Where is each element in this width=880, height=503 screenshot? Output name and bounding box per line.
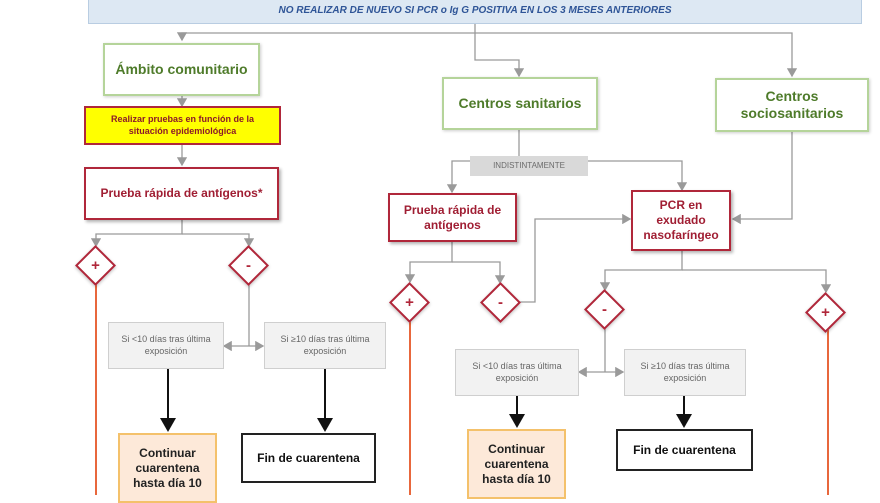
rapid-antigen-test-community: Prueba rápida de antígenos* (84, 167, 279, 220)
banner: NO REALIZAR DE NUEVO SI PCR o Ig G POSIT… (88, 0, 862, 24)
positive-symbol: + (91, 257, 100, 274)
continue-quarantine-health: Continuar cuarentena hasta día 10 (467, 429, 566, 499)
ten-or-more-days-health: Si ≥10 días tras última exposición (624, 349, 746, 396)
negative-symbol: - (246, 257, 251, 274)
less-than-10-days-health: Si <10 días tras última exposición (455, 349, 579, 396)
ten-or-more-days-community: Si ≥10 días tras última exposición (264, 322, 386, 369)
rapid-antigen-test-health: Prueba rápida de antígenos (388, 193, 517, 242)
social-centers-box: Centros sociosanitarios (715, 78, 869, 132)
positive-symbol: + (405, 294, 414, 311)
pcr-test: PCR en exudado nasofaríngeo (631, 190, 731, 251)
negative-symbol: - (602, 301, 607, 318)
end-quarantine-health: Fin de cuarentena (616, 429, 753, 471)
positive-symbol: + (821, 304, 830, 321)
continue-quarantine-community: Continuar cuarentena hasta día 10 (118, 433, 217, 503)
health-centers-box: Centros sanitarios (442, 77, 598, 130)
end-quarantine-community: Fin de cuarentena (241, 433, 376, 483)
less-than-10-days-community: Si <10 días tras última exposición (108, 322, 224, 369)
community-box: Ámbito comunitario (103, 43, 260, 96)
negative-symbol: - (498, 294, 503, 311)
either-label: INDISTINTAMENTE (470, 156, 588, 176)
epidemiological-note: Realizar pruebas en función de la situac… (84, 106, 281, 145)
